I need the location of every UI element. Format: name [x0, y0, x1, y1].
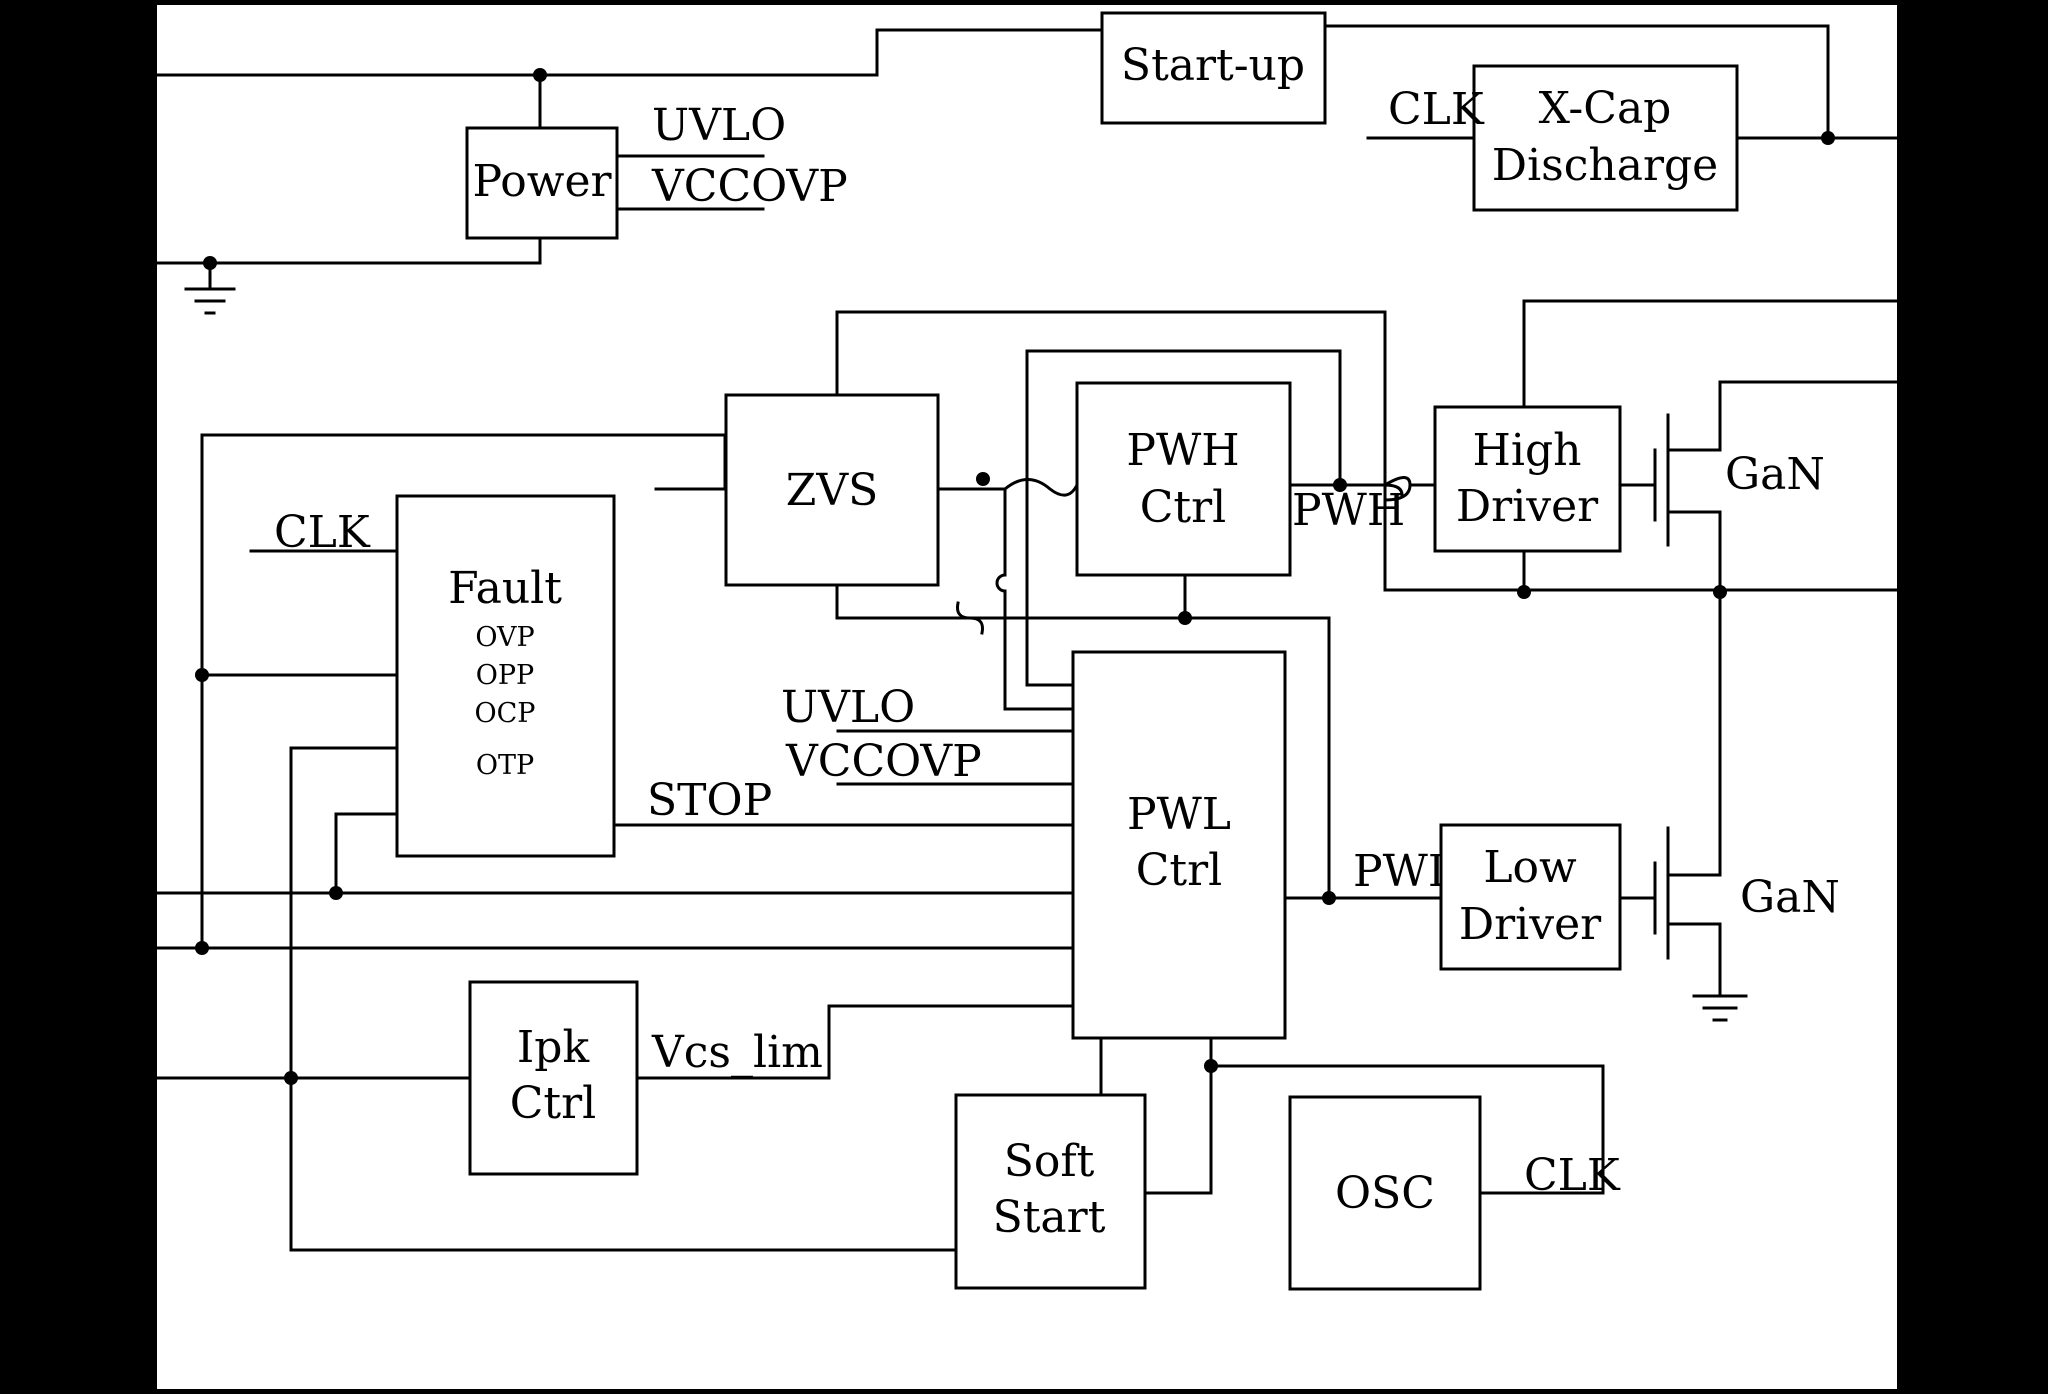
- ipk-ctrl-line2: Ctrl: [510, 1078, 596, 1129]
- xcap-clk-label: CLK: [1388, 84, 1485, 135]
- pwl-uvlo-label: UVLO: [781, 682, 915, 733]
- startup-label: Start-up: [1121, 40, 1305, 91]
- high-driver-line1: High: [1473, 425, 1582, 476]
- stop-signal-label: STOP: [647, 775, 772, 826]
- wires: [155, 24, 1899, 1252]
- zvs-label: ZVS: [786, 465, 879, 516]
- gan-high-label: GaN: [1725, 449, 1825, 500]
- xcap-discharge-block: [1472, 64, 1739, 212]
- osc-label: OSC: [1335, 1168, 1435, 1219]
- fault-item-ovp: OVP: [475, 622, 534, 653]
- osc-block: [1288, 1095, 1482, 1291]
- low-driver-block: [1439, 823, 1622, 971]
- ipk-ctrl-line1: Ipk: [517, 1022, 590, 1073]
- pwh-signal-label: PWH: [1292, 485, 1405, 536]
- startup-block: [1100, 11, 1327, 125]
- gan-low-label: GaN: [1740, 872, 1840, 923]
- fault-label: Fault: [448, 563, 562, 614]
- pwh-ctrl-line1: PWH: [1126, 425, 1239, 476]
- high-driver-line2: Driver: [1456, 481, 1599, 532]
- xcap-label-line1: X-Cap: [1539, 83, 1672, 134]
- zvs-block: [724, 393, 940, 587]
- low-driver-line2: Driver: [1459, 899, 1602, 950]
- fault-item-otp: OTP: [476, 750, 534, 781]
- soft-start-line1: Soft: [1004, 1136, 1095, 1187]
- pwl-vccovp-label: VCCOVP: [785, 736, 982, 787]
- pwh-ctrl-line2: Ctrl: [1140, 482, 1226, 533]
- power-label: Power: [472, 156, 612, 207]
- soft-start-line2: Start: [993, 1192, 1106, 1243]
- pwl-ctrl-line1: PWL: [1127, 789, 1231, 840]
- pwl-ctrl-line2: Ctrl: [1136, 845, 1222, 896]
- power-block: [465, 126, 619, 240]
- fault-clk-label: CLK: [274, 507, 371, 558]
- osc-clk-label: CLK: [1524, 1150, 1621, 1201]
- xcap-label-line2: Discharge: [1492, 140, 1718, 191]
- fault-item-ocp: OCP: [475, 698, 536, 729]
- soft-start-block: [954, 1093, 1147, 1290]
- ipk-ctrl-block: [468, 980, 639, 1176]
- power-vccovp-label: VCCOVP: [651, 161, 848, 212]
- pwl-ctrl-block: [1071, 650, 1287, 1040]
- pwh-ctrl-block: [1075, 381, 1292, 577]
- junction-dots: [195, 68, 1835, 1085]
- fault-block: [395, 494, 616, 858]
- high-driver-block: [1433, 405, 1622, 553]
- low-driver-line1: Low: [1483, 842, 1577, 893]
- power-uvlo-label: UVLO: [652, 100, 786, 151]
- vcs-lim-label: Vcs_lim: [651, 1027, 823, 1078]
- fault-item-opp: OPP: [476, 660, 534, 691]
